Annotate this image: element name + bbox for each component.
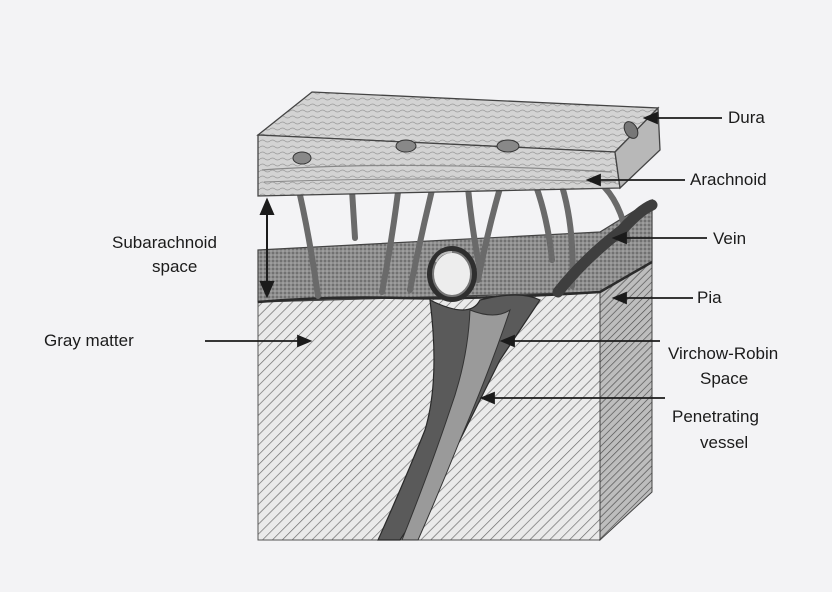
subarachnoid-bracket	[261, 200, 273, 296]
penetrating-vessel-label-line1: Penetrating	[672, 406, 759, 427]
penetrating-vessel-label-line2: vessel	[700, 432, 748, 453]
subarachnoid-label-line1: Subarachnoid	[112, 232, 217, 253]
dura-label: Dura	[728, 107, 765, 128]
virchow-robin-label-line2: Space	[700, 368, 748, 389]
cut-artery	[427, 246, 477, 302]
virchow-robin-label-line1: Virchow-Robin	[668, 343, 778, 364]
vein-label: Vein	[713, 228, 746, 249]
subarachnoid-label-line2: space	[152, 256, 197, 277]
gray-matter-label: Gray matter	[44, 330, 134, 351]
pia-label: Pia	[697, 287, 722, 308]
arachnoid-label: Arachnoid	[690, 169, 767, 190]
